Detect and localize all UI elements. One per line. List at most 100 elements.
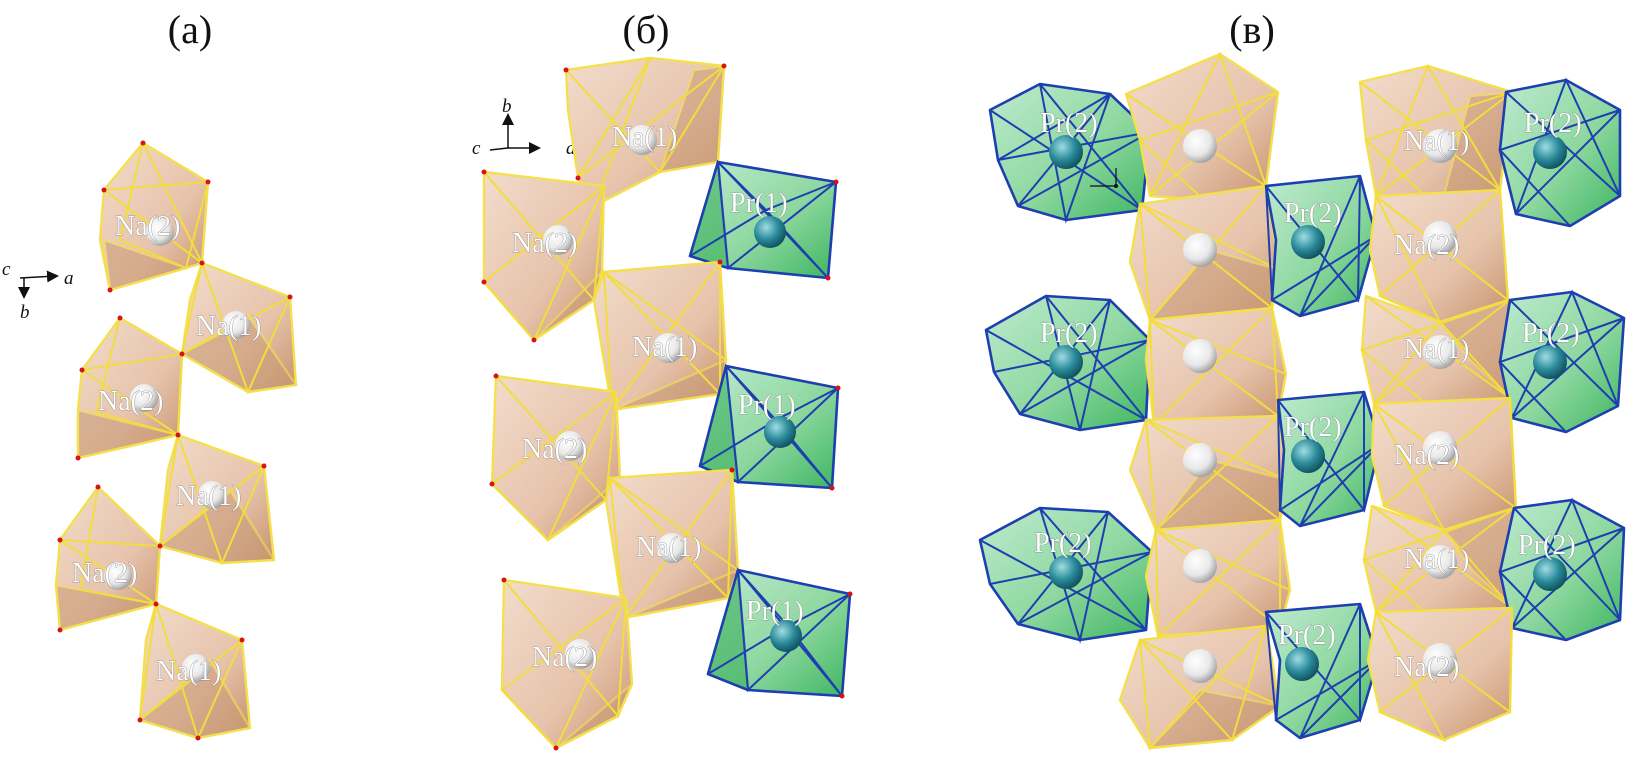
axis-a-label: a (566, 138, 576, 159)
polyhedron-na2: Na(2) (98, 141, 210, 292)
label-pr2: Pr(2) (1040, 318, 1098, 349)
na-atom (146, 218, 174, 246)
polyhedron-na1: Na(1) (1362, 504, 1516, 630)
polyhedron-na2: Na(2) (54, 485, 162, 632)
polyhedron-pr2: Pr(2) (988, 82, 1152, 224)
polyhedron-na (1144, 305, 1288, 427)
polyhedron-pr2: Pr(2) (978, 506, 1154, 644)
axis-c-label: c (2, 259, 11, 280)
na-atom (543, 225, 573, 255)
na-atom (222, 311, 250, 339)
na-atom (565, 639, 595, 669)
label-pr2: Pr(2) (1284, 198, 1342, 229)
label-pr1: Pr(1) (746, 596, 804, 627)
polyhedron-pr1: Pr(1) (698, 363, 840, 491)
label-na2: Na(2) (1394, 440, 1459, 471)
na-atom (627, 125, 657, 155)
panel-label-a: (а) (167, 7, 213, 52)
label-na2: Na(2) (1394, 652, 1459, 683)
label-na2: Na(2) (72, 558, 137, 589)
panel-v-structure: Pr(2) Na(1) Pr(2) (978, 51, 1626, 751)
polyhedron-pr1: Pr(1) (688, 159, 838, 281)
polyhedron-na1: Na(1) (1358, 63, 1514, 212)
label-na2: Na(2) (522, 434, 587, 465)
axis-a-label: a (64, 268, 74, 289)
label-na1: Na(1) (1404, 126, 1469, 157)
pr-atom (1533, 557, 1567, 591)
polyhedron-na (1144, 517, 1292, 639)
polyhedron-pr2: Pr(2) (1276, 390, 1382, 528)
panel-b-structure: b a c Na(1) Na(2) Pr(1) (472, 56, 853, 751)
polyhedron-na2: Na(2) (1370, 395, 1518, 532)
pr-atom (1049, 555, 1083, 589)
na-atom (1183, 549, 1217, 583)
polyhedron-na2: Na(2) (1366, 605, 1514, 743)
label-pr2: Pr(2) (1524, 108, 1582, 139)
polyhedron-pr2: Pr(2) (1264, 174, 1378, 318)
polyhedron-pr2: Pr(2) (1498, 77, 1622, 228)
na-atom (1183, 649, 1217, 683)
polyhedron-na2: Na(2) (490, 374, 622, 542)
panel-label-b: (б) (622, 7, 670, 52)
polyhedron-na (1128, 413, 1290, 533)
polyhedron-pr2: Pr(2) (1498, 497, 1626, 642)
polyhedron-pr2: Pr(2) (984, 294, 1152, 432)
na-atom (1183, 233, 1217, 267)
pr-atom (1049, 345, 1083, 379)
label-pr1: Pr(1) (738, 390, 796, 421)
label-pr2: Pr(2) (1040, 108, 1098, 139)
na-atom (1423, 129, 1457, 163)
na-atom (1423, 431, 1457, 465)
polyhedron-na (1128, 183, 1282, 323)
axis-b-label: b (502, 96, 512, 117)
polyhedron-na1: Na(1) (137, 602, 252, 741)
pr-atom (1285, 647, 1319, 681)
polyhedron-pr2: Pr(2) (1498, 289, 1626, 434)
polyhedron-pr1: Pr(1) (706, 567, 852, 699)
label-na2: Na(2) (98, 386, 163, 417)
label-na2: Na(2) (512, 228, 577, 259)
polyhedron-na1: Na(1) (592, 258, 728, 413)
polyhedron-na2: Na(2) (1368, 187, 1510, 325)
polyhedron-na1: Na(1) (604, 466, 741, 621)
vertex-points-b (481, 63, 853, 751)
axis-c-label: c (472, 138, 481, 159)
na-atom (657, 533, 687, 563)
na-atom (1423, 643, 1457, 677)
pr-atom (1291, 225, 1325, 259)
pr-atom (1291, 439, 1325, 473)
na-atom (1423, 545, 1457, 579)
polyhedron-na (1118, 624, 1283, 751)
label-pr1: Pr(1) (730, 188, 788, 219)
na-atom (104, 562, 132, 590)
pr-atom (1533, 345, 1567, 379)
pr-atom (764, 416, 796, 448)
vertex-points-a (57, 140, 293, 741)
na-atom (130, 384, 158, 412)
polyhedron-na (1124, 51, 1280, 202)
pr-atom (770, 620, 802, 652)
label-na2: Na(2) (532, 642, 597, 673)
na-atom (1423, 221, 1457, 255)
axis-triad-a: c a b (2, 259, 74, 323)
label-pr2: Pr(2) (1278, 620, 1336, 651)
polyhedron-pr2: Pr(2) (1264, 602, 1380, 740)
pr-atom (1049, 135, 1083, 169)
label-na1: Na(1) (612, 122, 677, 153)
na-atom (1183, 129, 1217, 163)
axis-b-label: b (20, 302, 30, 323)
label-pr2: Pr(2) (1034, 528, 1092, 559)
label-na1: Na(1) (1404, 334, 1469, 365)
panel-label-v: (в) (1229, 7, 1275, 52)
label-pr2: Pr(2) (1518, 530, 1576, 561)
label-na2: Na(2) (115, 211, 180, 242)
panel-a-structure: c a b Na(2) Na(1) Na(2) (2, 140, 299, 741)
label-na1: Na(1) (176, 481, 241, 512)
pr-atom (754, 216, 786, 248)
polyhedron-na2: Na(2) (500, 578, 634, 750)
na-atom (182, 654, 210, 682)
label-na1: Na(1) (156, 656, 221, 687)
axis-triad-v (1090, 168, 1118, 188)
polyhedron-na2: Na(2) (482, 170, 606, 342)
